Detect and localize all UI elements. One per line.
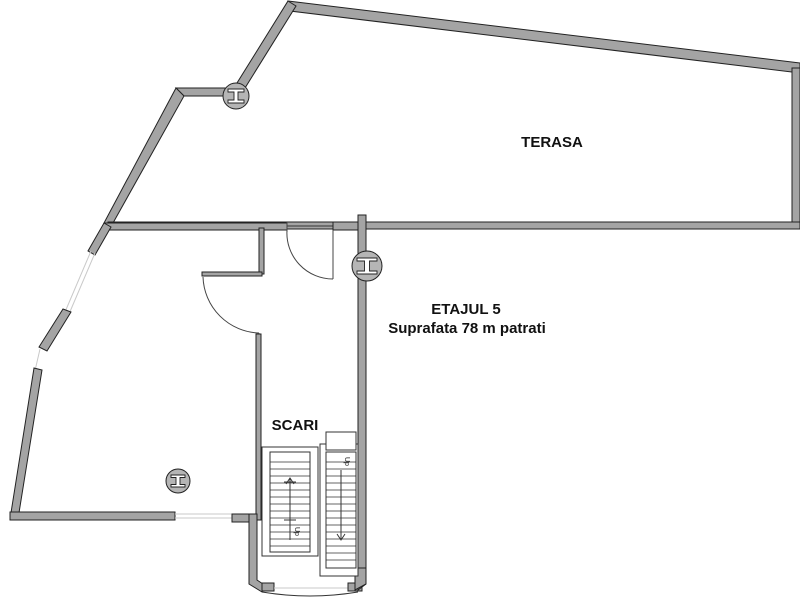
terrace-top-wall bbox=[287, 0, 800, 74]
shaft-bottom-arc bbox=[261, 591, 359, 597]
stairs-label: SCARI bbox=[272, 417, 319, 434]
shaft-bottom-left bbox=[261, 582, 275, 592]
terrace-label: TERASA bbox=[521, 134, 583, 151]
partition-lower bbox=[255, 333, 262, 521]
room-left-upper-wall bbox=[87, 222, 112, 256]
window-left-b bbox=[68, 252, 96, 315]
room-top-right-wall bbox=[332, 221, 359, 231]
partition-short bbox=[201, 271, 263, 277]
column-terrace-h-profile bbox=[227, 88, 245, 104]
stair-right-arrow-head bbox=[336, 533, 346, 541]
room-bottom-wall bbox=[9, 511, 176, 521]
terrace-walls bbox=[103, 0, 800, 230]
stair-right-up-label: Up bbox=[343, 457, 350, 466]
stairs-left: Up bbox=[261, 446, 319, 557]
stair-right-landing bbox=[325, 431, 357, 451]
floor-label: ETAJUL 5 bbox=[431, 301, 500, 318]
door-upper-swing bbox=[286, 229, 334, 280]
doors bbox=[202, 222, 334, 334]
room-left-mid-wall bbox=[38, 308, 72, 352]
stair-left-up-label: Up bbox=[293, 527, 300, 536]
column-room bbox=[165, 468, 191, 494]
room-walls bbox=[9, 214, 367, 597]
terrace-upper-left-wall bbox=[231, 0, 297, 97]
partition-upper bbox=[258, 227, 265, 275]
column-center bbox=[351, 250, 383, 282]
terrace-diagonal-wall bbox=[103, 87, 185, 224]
door-lower-swing bbox=[202, 276, 260, 334]
column-center-h-profile bbox=[356, 257, 378, 275]
stairs-right: Up bbox=[319, 431, 359, 577]
column-room-h-profile bbox=[170, 474, 186, 488]
column-terrace bbox=[222, 82, 250, 110]
terrace-right-wall bbox=[791, 67, 800, 230]
window-left-a bbox=[64, 250, 92, 313]
room-left-lower-wall bbox=[9, 367, 43, 520]
area-label: Suprafata 78 m patrati bbox=[388, 320, 546, 337]
